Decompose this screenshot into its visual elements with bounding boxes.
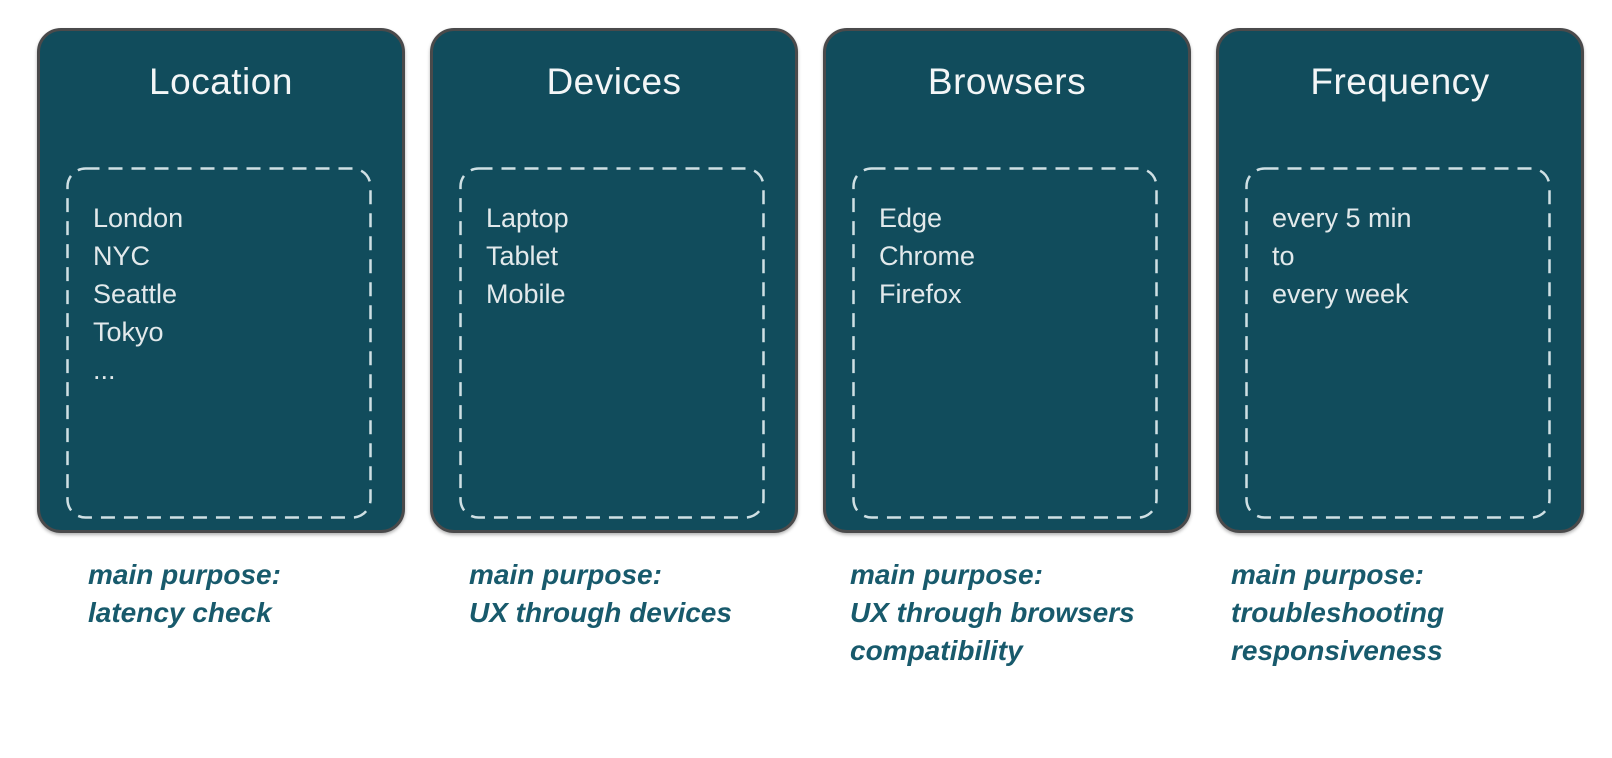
card-values-box: Laptop Tablet Mobile [459,167,765,519]
card-item: Edge [879,203,943,233]
card-item: Mobile [486,279,566,309]
card-item-list: Edge Chrome Firefox [852,167,1158,313]
caption-line: UX through devices [469,597,732,628]
caption-line: troubleshooting [1231,597,1445,628]
card-item: every 5 min [1272,203,1412,233]
caption-location: main purpose: latency check [88,556,281,632]
card-values-box: every 5 min to every week [1245,167,1551,519]
card-item: Chrome [879,241,976,271]
caption-line: main purpose: [850,559,1043,590]
card-item: Laptop [486,203,569,233]
caption-line: main purpose: [88,559,281,590]
card-frequency: Frequency every 5 min to every week [1216,28,1584,533]
dashed-border [66,167,372,519]
card-item: Tokyo [93,317,164,347]
card-title: Frequency [1310,61,1490,102]
card-title: Browsers [927,61,1087,102]
card-values-box: Edge Chrome Firefox [852,167,1158,519]
card-devices: Devices Laptop Tablet Mobile [430,28,798,533]
card-location: Location London NYC Seattle Tokyo ... [37,28,405,533]
caption-line: UX through browsers [850,597,1135,628]
caption-line: latency check [88,597,272,628]
card-item-list: London NYC Seattle Tokyo ... [66,167,372,389]
card-item-list: every 5 min to every week [1245,167,1551,313]
card-values-box: London NYC Seattle Tokyo ... [66,167,372,519]
caption-line: main purpose: [469,559,662,590]
card-item: to [1272,241,1295,271]
card-item-list: Laptop Tablet Mobile [459,167,765,313]
dashed-border [852,167,1158,519]
card-item: every week [1272,279,1409,309]
card-title: Devices [546,61,682,102]
caption-devices: main purpose: UX through devices [469,556,732,632]
dashed-border [459,167,765,519]
card-item: NYC [93,241,151,271]
card-item: London [93,203,184,233]
caption-frequency: main purpose: troubleshooting responsive… [1231,556,1444,670]
card-browsers: Browsers Edge Chrome Firefox [823,28,1191,533]
caption-browsers: main purpose: UX through browsers compat… [850,556,1135,670]
caption-line: responsiveness [1231,635,1443,666]
card-item: Tablet [486,241,559,271]
card-item: Seattle [93,279,178,309]
card-title: Location [149,61,293,102]
card-item: Firefox [879,279,962,309]
card-item: ... [93,355,116,385]
caption-line: main purpose: [1231,559,1424,590]
dashed-border [1245,167,1551,519]
caption-line: compatibility [850,635,1023,666]
